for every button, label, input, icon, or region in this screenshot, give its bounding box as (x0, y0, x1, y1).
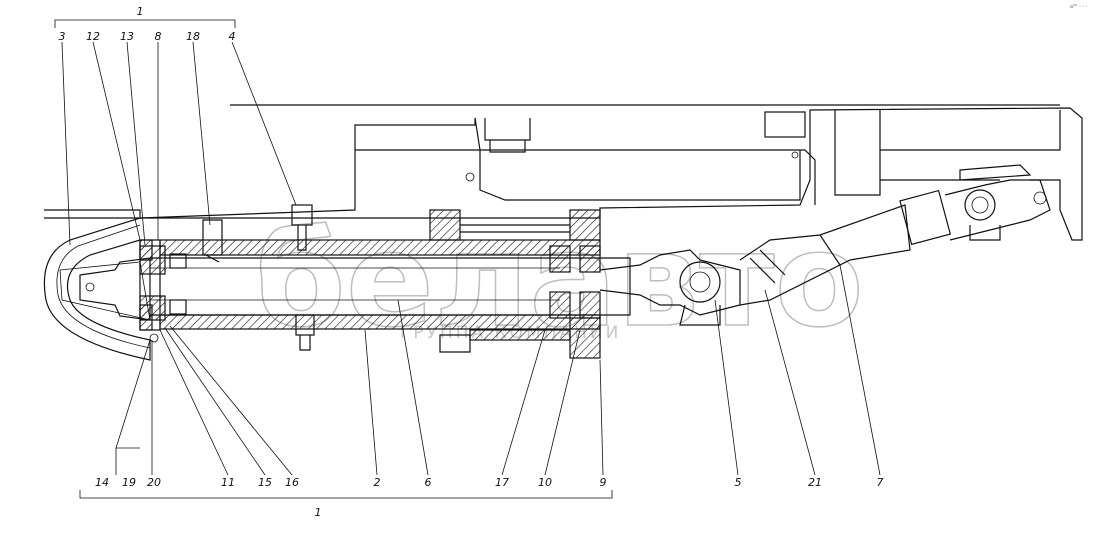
cardan-joint (599, 164, 1051, 326)
callout-1-bottom: 1 (315, 506, 322, 519)
callouts-bottom: 14 19 20 11 15 16 2 6 17 10 9 5 21 7 1 (95, 476, 884, 519)
cylinder-body (139, 209, 601, 359)
callout-4: 4 (229, 30, 236, 43)
callout-13: 13 (120, 30, 134, 43)
callout-21: 21 (808, 476, 822, 489)
dimension-brackets (54, 19, 613, 499)
callout-15: 15 (258, 476, 272, 489)
leader-lines (61, 41, 881, 476)
callout-12: 12 (86, 30, 100, 43)
callout-19: 19 (122, 476, 136, 489)
callout-16: 16 (285, 476, 299, 489)
callout-3: 3 (59, 30, 66, 43)
callout-1-top: 1 (137, 5, 144, 18)
callout-18: 18 (186, 30, 200, 43)
corner-mark: a⁰⁰ ◦◦◦ (1070, 4, 1088, 10)
frame-background (44, 104, 1083, 241)
callout-10: 10 (538, 476, 552, 489)
callout-7: 7 (877, 476, 884, 489)
callout-2: 2 (374, 476, 381, 489)
callout-17: 17 (495, 476, 509, 489)
callout-20: 20 (147, 476, 161, 489)
callout-14: 14 (95, 476, 109, 489)
left-bracket (43, 217, 151, 361)
callout-9: 9 (600, 476, 607, 489)
callout-5: 5 (735, 476, 742, 489)
callout-11: 11 (221, 476, 235, 489)
callout-6: 6 (425, 476, 432, 489)
fittings (149, 204, 315, 351)
callouts-top: 1 3 12 13 8 18 4 (59, 5, 236, 43)
bearings (139, 245, 601, 321)
callout-8: 8 (155, 30, 162, 43)
